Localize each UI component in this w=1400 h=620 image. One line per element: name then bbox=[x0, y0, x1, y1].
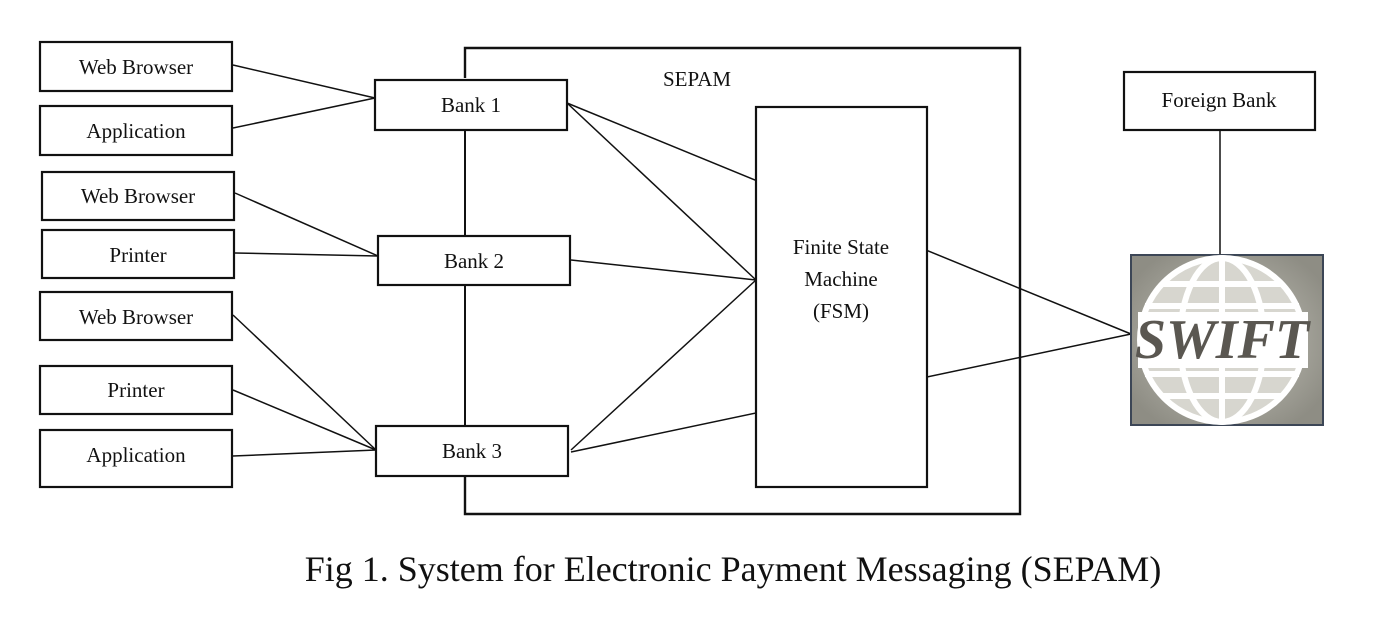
sepam-frame: SEPAM bbox=[463, 46, 1022, 516]
sepam-label: SEPAM bbox=[663, 67, 731, 91]
client-label: Web Browser bbox=[79, 305, 193, 329]
bank-label: Bank 2 bbox=[444, 249, 504, 273]
client-web-browser-3: Web Browser bbox=[38, 290, 234, 342]
connectors bbox=[232, 64, 1221, 457]
client-web-browser-1: Web Browser bbox=[38, 40, 234, 93]
client-label: Printer bbox=[109, 243, 166, 267]
edge-bank2-fsm bbox=[570, 259, 757, 281]
bank-2: Bank 2 bbox=[376, 234, 572, 287]
edge-client5-bank3 bbox=[232, 314, 377, 451]
swift-logo: SWIFT bbox=[1130, 254, 1324, 426]
client-label: Web Browser bbox=[79, 55, 193, 79]
foreign-bank: Foreign Bank bbox=[1122, 70, 1317, 132]
client-application-1: Application bbox=[38, 104, 234, 157]
edge-bank1-fsm bbox=[566, 102, 757, 281]
bank-label: Bank 1 bbox=[441, 93, 501, 117]
client-label: Application bbox=[86, 119, 186, 143]
fsm-label-line-3: (FSM) bbox=[813, 299, 869, 323]
foreign-bank-label: Foreign Bank bbox=[1162, 88, 1277, 112]
figure-caption: Fig 1. System for Electronic Payment Mes… bbox=[305, 549, 1162, 589]
bank-3: Bank 3 bbox=[374, 424, 570, 478]
edge-client7-bank3 bbox=[232, 449, 377, 457]
bank-label: Bank 3 bbox=[442, 439, 502, 463]
bank-1: Bank 1 bbox=[373, 78, 569, 132]
edge-client4-bank2 bbox=[234, 252, 379, 257]
edge-client6-bank3 bbox=[232, 389, 377, 451]
edge-client2-bank1 bbox=[232, 97, 376, 129]
swift-logo-text: SWIFT bbox=[1135, 309, 1312, 371]
fsm-label-line-2: Machine bbox=[804, 267, 877, 291]
client-web-browser-2: Web Browser bbox=[40, 170, 236, 222]
client-application-2: Application bbox=[38, 428, 234, 489]
client-printer-1: Printer bbox=[40, 228, 236, 280]
client-printer-2: Printer bbox=[38, 364, 234, 416]
edge-client1-bank1 bbox=[232, 64, 376, 99]
fsm-label-line-1: Finite State bbox=[793, 235, 889, 259]
fsm-box: Finite State Machine (FSM) bbox=[754, 105, 929, 489]
client-label: Application bbox=[86, 443, 186, 467]
client-label: Printer bbox=[107, 378, 164, 402]
client-label: Web Browser bbox=[81, 184, 195, 208]
edge-bank3-fsm bbox=[570, 279, 757, 451]
edge-client3-bank2 bbox=[234, 192, 379, 257]
